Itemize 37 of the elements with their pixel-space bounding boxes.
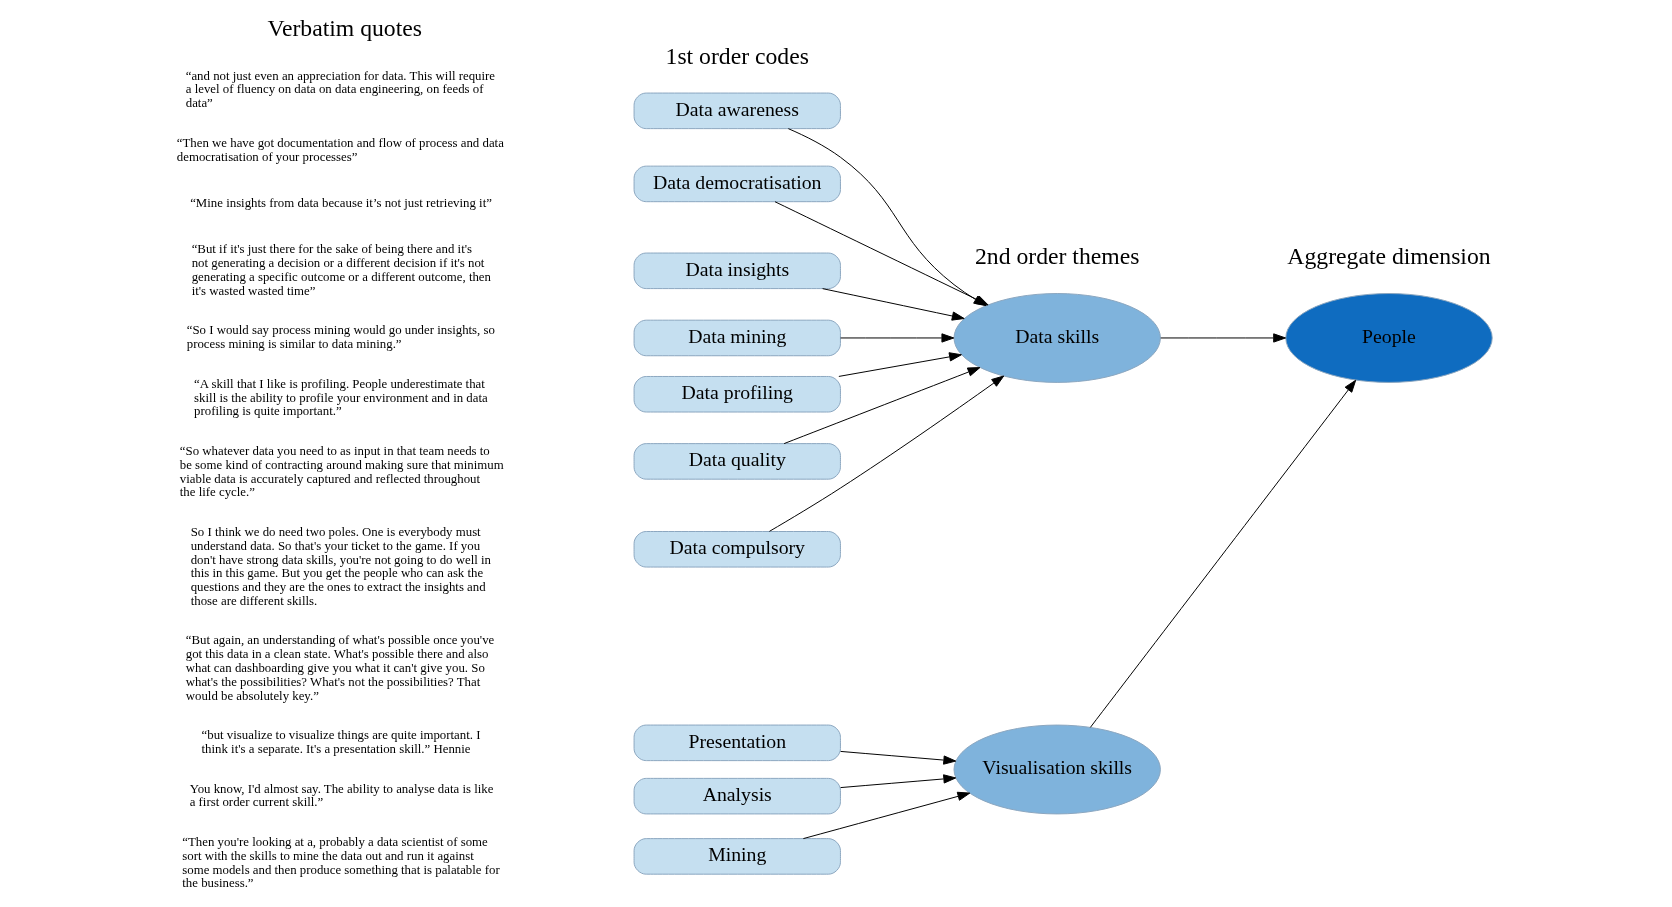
arrow [1089,379,1356,728]
node-box: Data insights [633,252,841,290]
arrow [839,750,956,765]
label: “but visualize to visualize things are quite important. I think it's a separate. It's a presentation skill.” Hennie [201,728,480,757]
node-box: Data compulsory [633,531,841,568]
label: You know, I'd almost say. The ability to analyse data is like a first order current skill.” [189,781,493,810]
arrow [1159,333,1286,343]
label: 2nd order themes [974,243,1139,270]
label: 1st order codes [665,42,809,69]
node-box: Presentation [633,724,841,762]
label: Aggregate dimension [1286,243,1491,270]
arrow [802,791,970,840]
node-box: Data awareness [633,92,841,130]
node-box: Mining [633,838,841,875]
label: “Then you're looking at a, probably a data scientist of some sort with the skills to mine the data out and run it against some models and then produce something that is palatable for the business.” [181,834,500,891]
arrow [839,333,954,343]
arrow [768,375,1004,532]
node-box: Analysis [633,777,841,815]
arrow [783,367,980,445]
node-box: Data democratisation [633,165,841,203]
node-box: Data profiling [633,375,841,413]
arrow [821,288,965,321]
label: “But if it's just there for the sake of being there and it's not generating a decision or a different decision if it's not generating a specific outcome or a different outcome, then it's wasted wasted time” [191,242,491,298]
node-box: Data mining [633,319,841,357]
label: “But again, an understanding of what's possible once you've got this data in a clean state. What's possible there and also what can dashboarding give you what it can't give you. So what's the possibilities? What's not the possibilities? That would be absolutely key.” [185,633,494,703]
node-box: Data quality [633,443,841,480]
label: So I think we do need two poles. One is everybody must understand data. So that's your ticket to the game. If you don't have strong data skills, you're not going to do well in this in this game. But you get the people who can ask the questions and they are the ones to extract the insights and those are different skills. [190,524,491,608]
label: Verbatim quotes [266,14,422,41]
label: “A skill that I like is profiling. People underestimate that skill is the ability to profile your environment and in data profiling is quite important.” [193,376,488,419]
label: “So whatever data you need to as input in that team needs to be some kind of contracting around making sure that minimum viable data is accurately captured and reflected throughout the life cycle.” [179,443,504,500]
label: “Mine insights from data because it’s not just retrieving it” [189,196,492,211]
label: “and not just even an appreciation for data. This will require a level of fluency on data on data engineering, on feeds of data” [185,68,495,111]
arrow [837,352,962,377]
label: “Then we have got documentation and flow of process and data democratisation of your processes” [176,135,504,164]
node-ellipse: People [1284,293,1493,383]
arrow [839,774,956,789]
label: “So I would say process mining would go under insights, so process mining is similar to data mining.” [186,323,495,352]
